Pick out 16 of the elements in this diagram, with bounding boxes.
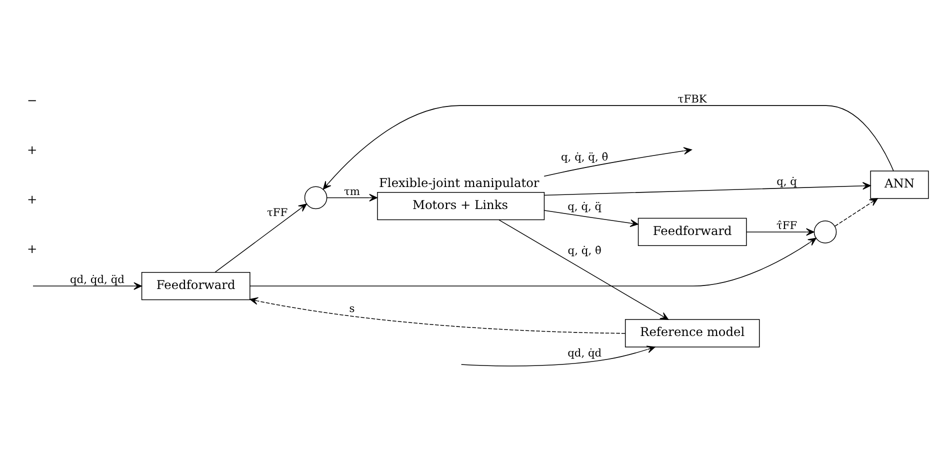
edge-label: q, q̇, θ̇	[568, 244, 602, 258]
edge-label: τFBK	[678, 92, 707, 106]
label: +	[27, 143, 38, 158]
node-label: Flexible-joint manipulator	[379, 176, 540, 190]
label: −	[27, 94, 38, 108]
edge-label: q, q̇	[776, 174, 797, 188]
label: +	[27, 192, 38, 207]
edge-label: τm	[344, 184, 360, 198]
edge-label: qd, q̇d	[568, 346, 602, 360]
edge-label: τFF	[266, 206, 288, 220]
label: +	[27, 242, 38, 256]
edge-label: τ̂FF	[776, 219, 798, 232]
edge-label: s	[349, 302, 355, 316]
edge-label: q, q̇, q̈, θ̇	[561, 150, 608, 164]
edge-label: qd, q̇d, q̈d	[70, 273, 124, 286]
edge-label: q, q̇, q̈	[568, 200, 602, 214]
